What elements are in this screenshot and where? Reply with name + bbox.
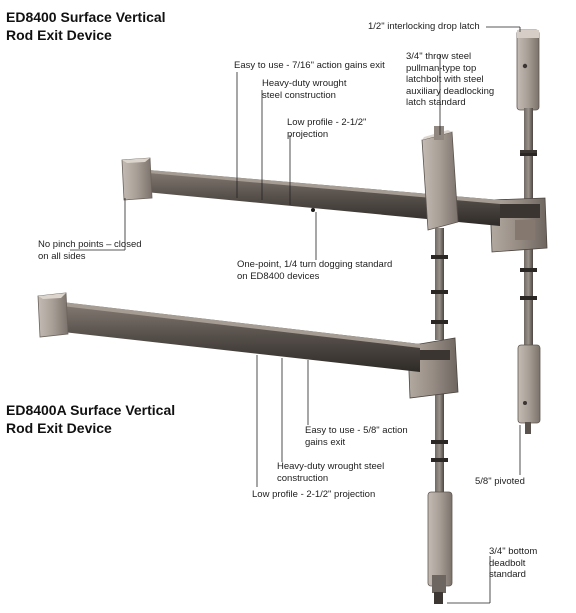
- callout-wrought-2-line1: Heavy-duty wrought steel: [277, 461, 385, 472]
- callout-low-profile-1-line1: Low profile - 2-1/2": [287, 117, 367, 128]
- callout-dogging-line1: One-point, 1/4 turn dogging standard: [237, 259, 393, 270]
- callout-wrought-2-line2: construction: [277, 472, 329, 484]
- ed8400-rod-assembly: [489, 29, 548, 434]
- ed8400-title-line2: Rod Exit Device: [6, 27, 112, 43]
- callout-low-profile-2: Low profile - 2-1/2" projection: [252, 489, 376, 500]
- callout-bottom-deadbolt-line2: deadbolt: [489, 557, 526, 569]
- callout-pivoted: 5/8" pivoted: [475, 476, 525, 487]
- callout-wrought-1-line2: steel construction: [262, 89, 336, 101]
- ed8400a-rod-assembly: [407, 126, 459, 604]
- callout-ease-5-8-line1: Easy to use - 5/8" action: [305, 425, 408, 436]
- callout-bottom-deadbolt-line1: 3/4" bottom: [489, 546, 538, 557]
- ed8400a-push-bar: [37, 292, 420, 372]
- callout-no-pinch-line1: No pinch points – closed: [38, 239, 142, 250]
- callout-wrought-1-line1: Heavy-duty wrought: [262, 78, 347, 89]
- callout-top-latch: 3/4" throw steel pullman-type top latchb…: [406, 51, 494, 109]
- callout-top-latch-line3: latchbolt with steel: [406, 74, 484, 85]
- callout-bottom-deadbolt: 3/4" bottom deadbolt standard: [489, 546, 537, 581]
- callout-ease-5-8-line2: gains exit: [305, 436, 346, 448]
- callout-no-pinch-line2: on all sides: [38, 250, 86, 262]
- callout-top-latch-line4: auxiliary deadlocking: [406, 85, 495, 97]
- callout-dogging-line2: on ED8400 devices: [237, 270, 320, 282]
- callout-wrought-2: Heavy-duty wrought steel construction: [277, 461, 384, 484]
- ed8400-push-bar: [121, 157, 500, 226]
- callout-ease-7-16: Easy to use - 7/16" action gains exit: [234, 60, 385, 71]
- callout-low-profile-1: Low profile - 2-1/2" projection: [287, 117, 366, 140]
- callout-top-latch-line5: latch standard: [406, 97, 466, 108]
- callout-drop-latch: 1/2" interlocking drop latch: [368, 21, 480, 32]
- callout-wrought-1: Heavy-duty wrought steel construction: [262, 78, 346, 101]
- ed8400a-title-line2: Rod Exit Device: [6, 420, 112, 436]
- callout-top-latch-line2: pullman-type top: [406, 62, 477, 74]
- leader-lines: [70, 26, 521, 604]
- callout-dogging: One-point, 1/4 turn dogging standard on …: [237, 259, 392, 282]
- callout-top-latch-line1: 3/4" throw steel: [406, 51, 472, 62]
- callout-no-pinch: No pinch points – closed on all sides: [38, 239, 142, 262]
- callout-ease-5-8: Easy to use - 5/8" action gains exit: [305, 425, 408, 448]
- callout-bottom-deadbolt-line3: standard: [489, 569, 526, 580]
- ed8400-title: ED8400 Surface Vertical Rod Exit Device: [6, 8, 166, 44]
- ed8400a-title: ED8400A Surface Vertical Rod Exit Device: [6, 401, 175, 437]
- ed8400a-title-line1: ED8400A Surface Vertical: [6, 402, 176, 418]
- callout-low-profile-1-line2: projection: [287, 128, 329, 140]
- ed8400-title-line1: ED8400 Surface Vertical: [6, 9, 166, 25]
